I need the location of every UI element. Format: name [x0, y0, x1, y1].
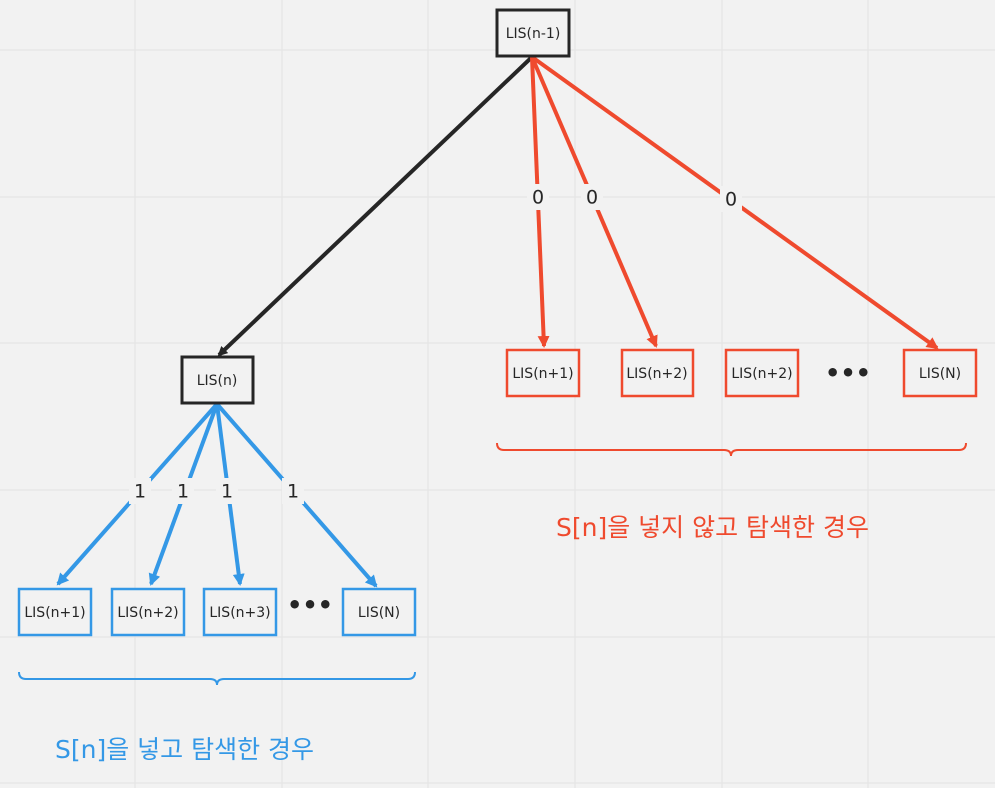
edge-label-include-1: 1 — [134, 481, 146, 503]
edge-label-include-2: 1 — [177, 481, 189, 503]
edge-label-exclude-2: 0 — [586, 187, 598, 209]
exclude-ellipsis: ••• — [825, 359, 871, 387]
include-children: LIS(n+1) LIS(n+2) LIS(n+3) ••• LIS(N) — [17, 587, 417, 637]
include-brace — [18, 671, 416, 686]
edge-label-exclude-4: 0 — [725, 189, 737, 211]
node-include-child-4-label: LIS(N) — [358, 605, 400, 621]
node-exclude-child-3-label: LIS(n+2) — [731, 366, 792, 382]
exclude-caption: S[n]을 넣지 않고 탐색한 경우 — [556, 513, 869, 542]
node-include-child-4[interactable]: LIS(N) — [341, 587, 417, 637]
node-exclude-child-1-label: LIS(n+1) — [512, 366, 573, 382]
exclude-brace — [496, 442, 967, 457]
node-exclude-child-4[interactable]: LIS(N) — [902, 348, 978, 398]
node-include-child-1-label: LIS(n+1) — [24, 605, 85, 621]
node-root-label: LIS(n-1) — [506, 26, 561, 42]
include-edge-labels: 1 1 1 1 — [129, 478, 304, 504]
node-include-child-3-label: LIS(n+3) — [209, 605, 270, 621]
node-include-child-3[interactable]: LIS(n+3) — [202, 587, 278, 637]
node-include[interactable]: LIS(n) — [180, 355, 255, 405]
exclude-children: LIS(n+1) LIS(n+2) LIS(n+2) ••• LIS(N) — [505, 348, 978, 398]
node-exclude-child-2-label: LIS(n+2) — [626, 366, 687, 382]
edge-label-exclude-1: 0 — [532, 187, 544, 209]
include-caption: S[n]을 넣고 탐색한 경우 — [55, 735, 314, 764]
edge-label-include-4: 1 — [287, 481, 299, 503]
node-exclude-child-1[interactable]: LIS(n+1) — [505, 348, 581, 398]
node-exclude-child-4-label: LIS(N) — [919, 366, 961, 382]
node-include-child-1[interactable]: LIS(n+1) — [17, 587, 93, 637]
node-include-label: LIS(n) — [197, 373, 238, 389]
include-ellipsis: ••• — [287, 591, 333, 619]
node-exclude-child-2[interactable]: LIS(n+2) — [620, 348, 695, 398]
exclude-edge-labels: 0 0 0 — [527, 184, 742, 212]
edge-root-to-include — [217, 55, 534, 357]
node-exclude-child-3[interactable]: LIS(n+2) — [724, 348, 800, 398]
node-root[interactable]: LIS(n-1) — [495, 8, 571, 58]
node-include-child-2[interactable]: LIS(n+2) — [110, 587, 186, 637]
node-include-child-2-label: LIS(n+2) — [117, 605, 178, 621]
edge-label-include-3: 1 — [221, 481, 233, 503]
